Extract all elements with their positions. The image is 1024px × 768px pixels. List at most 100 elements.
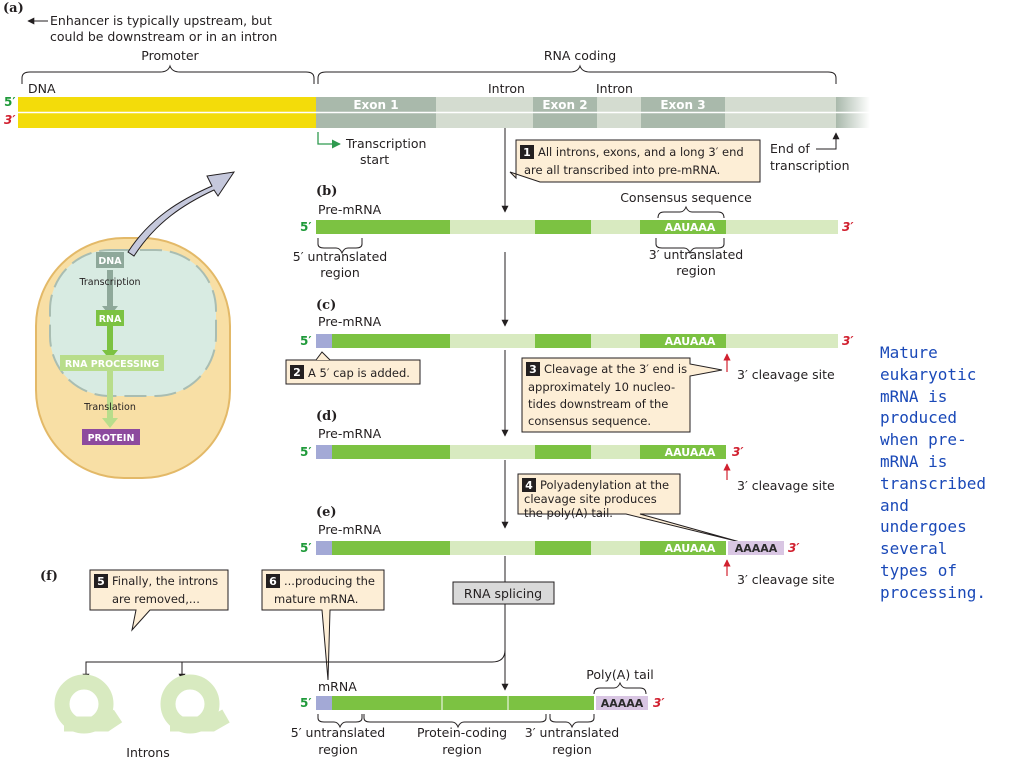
zoom-pointer-arrow: [127, 171, 236, 257]
dna-label: DNA: [28, 81, 56, 96]
step4-text-line2: cleavage site produces: [524, 492, 657, 506]
caption-line: produced: [880, 408, 958, 428]
utr5-label-b-line2: region: [320, 265, 360, 280]
step2-badge: [290, 365, 304, 379]
promoter-label: Promoter: [141, 48, 199, 63]
step6-badge: [266, 574, 280, 588]
step5-callout: 5 Finally, the introns are removed,...: [89, 569, 229, 632]
pre-mrna-e-5prime: 5′: [300, 541, 312, 555]
cell-inset: DNA Transcription RNA RNA PROCESSING Tra…: [35, 237, 231, 479]
aauaaa-e: AAUAAA: [665, 542, 716, 555]
step3-badge: [526, 362, 540, 376]
introns-label: Introns: [126, 745, 169, 760]
cell-rna-box: [96, 310, 124, 326]
step1-callout: 1 All introns, exons, and a long 3′ end …: [509, 139, 761, 183]
utr3-label-b-line2: region: [676, 263, 716, 278]
utr5-label-b-line1: 5′ untranslated: [293, 249, 387, 264]
aauaaa-c: AAUAAA: [665, 335, 716, 348]
pre-mrna-c-3prime: 3′: [842, 334, 854, 348]
caption-line: mRNA is: [880, 451, 948, 471]
step5-badge: [94, 574, 108, 588]
mrna-coding-brace: [363, 714, 547, 729]
cell-processing-label: RNA PROCESSING: [65, 359, 159, 370]
step1-badge: [520, 145, 534, 159]
exon3-label: Exon 3: [660, 98, 705, 112]
consensus-sequence-label: Consensus sequence: [620, 190, 752, 205]
mrna-utr5-label-line1: 5′ untranslated: [291, 725, 385, 740]
end-of-transcription-marker: End of transcription: [770, 132, 850, 173]
step6-text-line1: ...producing the: [284, 574, 375, 588]
dna-double-strand: Exon 1 Exon 2 Exon 3: [18, 97, 870, 128]
mrna-poly-a-text: AAAAA: [601, 697, 644, 710]
utr5-brace-b: [317, 238, 363, 255]
step3-callout: 3 Cleavage at the 3′ end is approximatel…: [521, 357, 723, 433]
step2-callout: 2 A 5′ cap is added.: [285, 351, 421, 385]
mrna-exons: [332, 696, 594, 710]
cell-rna-label: RNA: [99, 314, 122, 325]
cell-processing-box: [60, 355, 164, 371]
intron1-label: Intron: [488, 81, 525, 96]
transcription-start-line2: start: [360, 152, 389, 167]
mrna-utr5-brace: [317, 714, 363, 729]
step6-number: 6: [269, 575, 277, 588]
exon1: [316, 220, 450, 234]
step4-number: 4: [525, 479, 533, 492]
splice-arrow-intron1: [82, 649, 506, 681]
caption-line: and: [880, 495, 909, 515]
cleavage-label-d: 3′ cleavage site: [737, 478, 835, 493]
step3-text-line4: consensus sequence.: [528, 414, 651, 428]
pre-mrna-b-bar: AAUAAA: [316, 220, 838, 234]
caption-line: mRNA is: [880, 386, 948, 406]
step3-text-line2: approximately 10 nucleo-: [528, 380, 675, 394]
cell-dna-box: [96, 252, 124, 268]
mrna-3prime: 3′: [653, 696, 665, 710]
pre-mrna-b-5prime: 5′: [300, 220, 312, 234]
five-prime-cap-d: [316, 445, 332, 459]
pre-mrna-e-3prime: 3′: [788, 541, 800, 555]
panel-c-title: Pre-mRNA: [318, 314, 382, 329]
step3-number: 3: [529, 363, 537, 376]
poly-a-tail-label: Poly(A) tail: [586, 667, 653, 682]
poly-a-tail-e-text: AAAAA: [735, 542, 778, 555]
panel-c-label: (c): [316, 298, 336, 313]
rna-coding-brace: RNA coding: [317, 48, 837, 84]
aauaaa-d: AAUAAA: [665, 446, 716, 459]
mrna-utr3-label-line1: 3′ untranslated: [525, 725, 619, 740]
step5-number: 5: [97, 575, 105, 588]
mrna-coding-label-line1: Protein-coding: [417, 725, 507, 740]
poly-a-tail-e: [728, 541, 784, 555]
panel-e-title: Pre-mRNA: [318, 522, 382, 537]
five-prime-cap-e: [316, 541, 332, 555]
mrna-five-prime-cap: [316, 696, 332, 710]
rna-splicing-label: RNA splicing: [464, 586, 542, 601]
pre-mrna-b-3prime: 3′: [842, 220, 854, 234]
cell-protein-label: PROTEIN: [88, 433, 135, 444]
caption-line: undergoes: [880, 517, 967, 537]
step3-text-line3: tides downstream of the: [528, 397, 668, 411]
exon3: [640, 220, 726, 234]
transcription-start-line1: Transcription: [345, 136, 426, 151]
step2-number: 2: [293, 366, 301, 379]
exon2: [535, 220, 591, 234]
step1-text-line2: are all transcribed into pre-mRNA.: [524, 163, 720, 177]
promoter-brace: Promoter: [21, 48, 315, 84]
exon1-label: Exon 1: [353, 98, 398, 112]
pre-mrna-c-bar: AAUAAA: [316, 334, 838, 348]
rna-coding-label: RNA coding: [544, 48, 616, 63]
cell-transcription-label: Transcription: [78, 277, 140, 288]
mrna-coding-label-line2: region: [442, 742, 482, 757]
enhancer-note-line1: Enhancer is typically upstream, but: [50, 13, 272, 28]
step4-text-line1: Polyadenylation at the: [540, 478, 669, 492]
caption-line: Mature: [880, 343, 938, 362]
panel-f-label: (f): [40, 569, 58, 584]
mrna-title: mRNA: [318, 679, 357, 694]
panel-d-title: Pre-mRNA: [318, 426, 382, 441]
panel-e-label: (e): [316, 505, 337, 520]
rna-splicing-box: RNA splicing: [452, 581, 555, 605]
dna-3prime: 3′: [4, 113, 16, 127]
step5-text-line2: are removed,...: [112, 592, 200, 606]
panel-d-label: (d): [316, 409, 337, 424]
step4-text-line3: the poly(A) tail.: [524, 506, 613, 520]
utr3-brace-b: [655, 238, 725, 255]
caption-line: several: [880, 539, 948, 559]
